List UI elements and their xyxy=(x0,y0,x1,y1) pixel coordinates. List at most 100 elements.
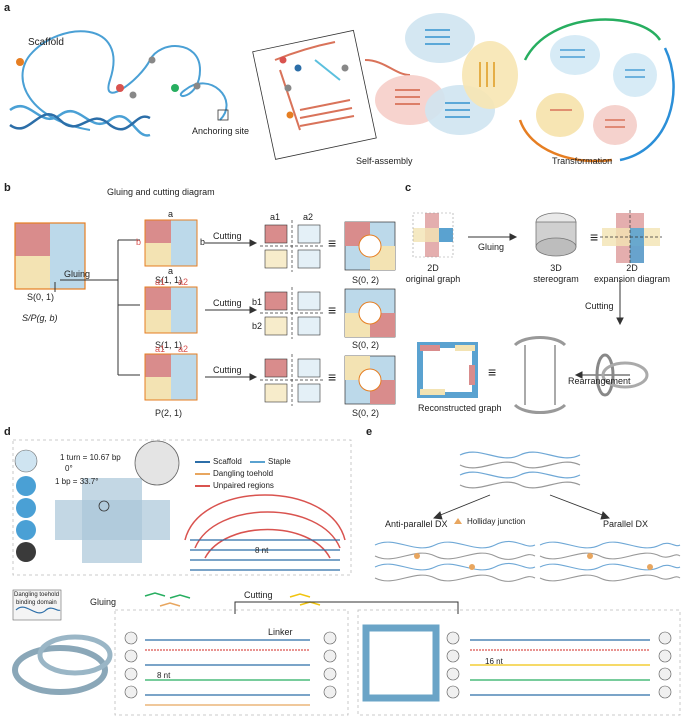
parallel-dx-label: Parallel DX xyxy=(603,519,649,529)
equiv-1: ≡ xyxy=(328,235,337,251)
S02-label-3: S(0, 2) xyxy=(352,408,380,418)
nt16-label: 16 nt xyxy=(485,657,503,666)
legend-unpaired: Unpaired regions xyxy=(213,481,274,490)
dangling-box xyxy=(12,589,62,621)
stereogram-3d xyxy=(535,212,577,257)
transformation-arc-blue xyxy=(619,47,675,162)
self-assembly-label: Self-assembly xyxy=(356,156,413,166)
annulus-S02-3 xyxy=(344,355,396,405)
scaffold-bead xyxy=(116,84,124,92)
S01-label: S(0, 1) xyxy=(27,292,55,302)
assembly-blob-blue xyxy=(405,13,475,63)
anchoring-label: Anchoring site xyxy=(192,126,250,136)
dangling-line2: binding domain xyxy=(16,600,57,606)
transformation-arc-orange xyxy=(518,119,613,163)
panel-b-letter: b xyxy=(4,182,11,194)
linker-lanes xyxy=(145,639,310,706)
panel-e-letter: e xyxy=(366,426,373,438)
reconstructed-label: Reconstructed graph xyxy=(418,403,502,413)
cutting-label-2: Cutting xyxy=(213,298,242,308)
helix-lanes xyxy=(190,539,340,571)
edge-b: b xyxy=(200,237,206,247)
dx-top xyxy=(459,451,581,489)
rearranged-rings xyxy=(513,336,567,414)
gluing-tree xyxy=(54,239,140,376)
original-graph-line1: 2D xyxy=(427,263,439,273)
unpaired-arcs xyxy=(184,494,346,559)
equiv-c-2: ≡ xyxy=(488,364,497,380)
original-graph-line2: original graph xyxy=(405,274,461,284)
equiv-3: ≡ xyxy=(328,369,337,385)
panel-d-bottom-box xyxy=(114,609,349,716)
panel-d-top-box xyxy=(12,439,352,576)
scaffold-label: Scaffold xyxy=(28,37,64,48)
edge-a2: a2 xyxy=(178,277,189,287)
red-origami-strands xyxy=(274,41,355,131)
dx-antiparallel xyxy=(374,540,536,582)
nt8-label: 8 nt xyxy=(255,546,269,555)
scaffold-strand xyxy=(21,30,228,131)
tile-P21 xyxy=(144,353,198,401)
e-clock-icons xyxy=(446,631,672,699)
scaffold-bead xyxy=(129,91,137,99)
expansion-line2: expansion diagram xyxy=(593,274,671,284)
P21-label: P(2, 1) xyxy=(155,408,183,418)
edge-a: a xyxy=(168,266,174,276)
stereogram-line2: stereogram xyxy=(533,274,579,284)
e-linker-lanes xyxy=(470,639,650,696)
gluing-c-label: Gluing xyxy=(478,242,505,252)
dna-column xyxy=(14,449,38,562)
edge-b: b xyxy=(136,237,142,247)
equiv-c-1: ≡ xyxy=(590,229,599,245)
reconstructed-graph xyxy=(417,342,478,398)
scaffold-bead xyxy=(16,58,24,66)
linker-label: Linker xyxy=(268,627,293,637)
edge-a1: a1 xyxy=(155,344,166,354)
holliday-marker xyxy=(454,518,462,524)
panel-b-shapes xyxy=(12,210,681,716)
SPgb-label: S/P(g, b) xyxy=(22,313,58,323)
legend-toehold: Dangling toehold xyxy=(213,469,274,478)
cutting-c-label: Cutting xyxy=(585,301,614,311)
expansion-diagram-cross xyxy=(600,210,662,266)
zoom-circle xyxy=(134,440,180,486)
dangling-line1: Dangling toehold xyxy=(14,592,60,598)
S02-label-1: S(0, 2) xyxy=(352,275,380,285)
tile-S11-b xyxy=(144,286,198,334)
clock-icons xyxy=(124,631,337,699)
stereogram-line1: 3D xyxy=(550,263,562,273)
edge-a: a xyxy=(168,209,174,219)
edge-a1: a1 xyxy=(270,212,281,222)
edge-a1: a1 xyxy=(155,277,166,287)
equiv-2: ≡ xyxy=(328,302,337,318)
S11-label: S(1, 1) xyxy=(155,275,183,285)
scaffold-bead xyxy=(193,82,201,90)
S11-label-b: S(1, 1) xyxy=(155,340,183,350)
anti-dx-label: Anti-parallel DX xyxy=(385,519,448,529)
gluing-cutting-title: Gluing and cutting diagram xyxy=(107,187,215,197)
dx-parallel xyxy=(539,541,681,582)
anchoring-site-box xyxy=(217,109,229,121)
edge-b1: b1 xyxy=(252,297,263,307)
tile-S11 xyxy=(144,219,198,267)
transformation-label: Transformation xyxy=(552,156,613,166)
panel-d-letter: d xyxy=(4,426,11,438)
square-frame xyxy=(362,624,440,702)
bp-label: 1 bp = 33.7° xyxy=(55,477,99,486)
edge-a2: a2 xyxy=(178,344,189,354)
legend-lines xyxy=(195,461,265,487)
panel-c-letter: c xyxy=(405,182,412,194)
gluing-d-label: Gluing xyxy=(90,597,117,607)
legend-scaffold: Scaffold xyxy=(213,457,242,466)
edge-b2: b2 xyxy=(252,321,263,331)
glue-strands xyxy=(144,592,321,607)
tile-S01 xyxy=(14,222,86,290)
edge-a2: a2 xyxy=(303,212,314,222)
rearrangement-label: Rearrangement xyxy=(568,376,631,386)
original-graph-cross xyxy=(412,212,454,258)
cutting-bracket xyxy=(234,601,459,614)
cut-pieces xyxy=(260,220,325,406)
scaffold-bead xyxy=(148,56,156,64)
holliday-label: Holliday junction xyxy=(467,517,526,526)
dna-helix xyxy=(9,104,151,137)
